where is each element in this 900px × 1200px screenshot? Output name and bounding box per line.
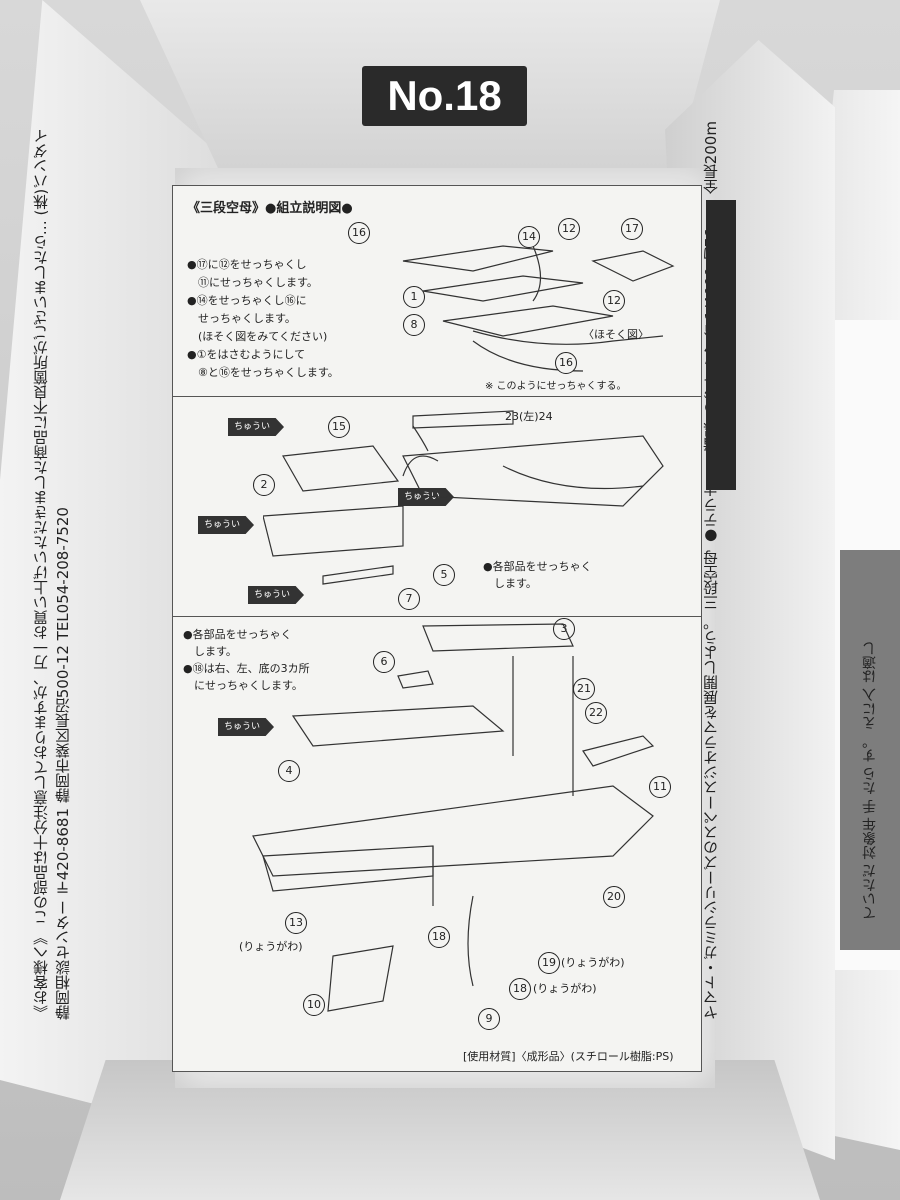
- step-3-diagram: [252, 623, 655, 1012]
- ryougawa-label-3: (りょうがわ): [533, 982, 597, 995]
- part-10-label: 10: [303, 994, 325, 1016]
- note-1: ※ このようにせっちゃくする。: [485, 381, 627, 392]
- part-17-label: 17: [621, 218, 643, 240]
- part-20-label: 20: [603, 886, 625, 908]
- part-9-label: 9: [478, 1008, 500, 1030]
- caution-arrow-4: ちゅうい: [248, 586, 305, 604]
- part-15-label: 15: [328, 416, 350, 438]
- sheet-title: 《三段空母》●組立説明図●: [187, 201, 353, 216]
- material-note: [使用材質]〈成形品〉(スチロール樹脂:PS): [463, 1050, 674, 1063]
- part-5-label: 5: [433, 564, 455, 586]
- caution-arrow-3: ちゅうい: [198, 516, 255, 534]
- part-12b-label: 12: [603, 290, 625, 312]
- part-1-label: 1: [403, 286, 425, 308]
- step-2-text: ●各部品をせっちゃく します。: [483, 560, 592, 590]
- part-2-label: 2: [253, 474, 275, 496]
- step-1-diagram: [402, 245, 675, 372]
- part-12-label: 12: [558, 218, 580, 240]
- model-number-badge: No.18: [362, 66, 527, 126]
- part-16b-label: 16: [555, 352, 577, 374]
- part-7-label: 7: [398, 588, 420, 610]
- caution-arrow-1: ちゅうい: [228, 418, 285, 436]
- left-wall-text: 《お客様へ》 この部品は十分注意しておりますが、万一お買い上げいただきました商品…: [32, 128, 72, 1020]
- caution-arrow-2: ちゅうい: [398, 488, 455, 506]
- part-16-label: 16: [348, 222, 370, 244]
- hosoku-label: 〈ほそく図〉: [583, 328, 649, 341]
- part-13-label: 13: [285, 912, 307, 934]
- step-1-text: ●⑰に⑫をせっちゃくし ⑪にせっちゃくします。 ●⑭をせっちゃくし⑯に せっちゃ…: [187, 258, 339, 379]
- second-box-text: ていただ 対象年 手 たら す。 えに入 は適し: [862, 641, 878, 920]
- instruction-step-3: ●各部品をせっちゃく します。 ●⑱は右、左、底の3カ所 にせっちゃくします。 …: [173, 616, 701, 1071]
- ryougawa-label-1: (りょうがわ): [239, 940, 303, 953]
- part-23-24-label: 23(左)24: [505, 410, 553, 423]
- ryougawa-label-2: (りょうがわ): [561, 956, 625, 969]
- instruction-step-2: 15 23(左)24 ちゅうい 2 ちゅうい ちゅうい 5 ちゅうい 7 ●各部…: [173, 396, 701, 617]
- part-22-label: 22: [585, 702, 607, 724]
- instruction-step-1: 《三段空母》●組立説明図● ●⑰に⑫をせっちゃくし ⑪にせっちゃくします。 ●⑭…: [173, 186, 701, 397]
- part-8-label: 8: [403, 314, 425, 336]
- part-18-label: 18: [428, 926, 450, 948]
- part-11-label: 11: [649, 776, 671, 798]
- part-6-label: 6: [373, 651, 395, 673]
- part-19-label: 19: [538, 952, 560, 974]
- step-3-text: ●各部品をせっちゃく します。 ●⑱は右、左、底の3カ所 にせっちゃくします。: [183, 628, 310, 692]
- right-wall-title-bar: [706, 200, 736, 490]
- second-box-band: [840, 550, 900, 950]
- instruction-sheet: 《三段空母》●組立説明図● ●⑰に⑫をせっちゃくし ⑪にせっちゃくします。 ●⑭…: [172, 185, 702, 1072]
- part-18b-label: 18: [509, 978, 531, 1000]
- part-14-label: 14: [518, 226, 540, 248]
- step-2-diagram: [263, 410, 664, 585]
- part-4-label: 4: [278, 760, 300, 782]
- caution-arrow-5: ちゅうい: [218, 718, 275, 736]
